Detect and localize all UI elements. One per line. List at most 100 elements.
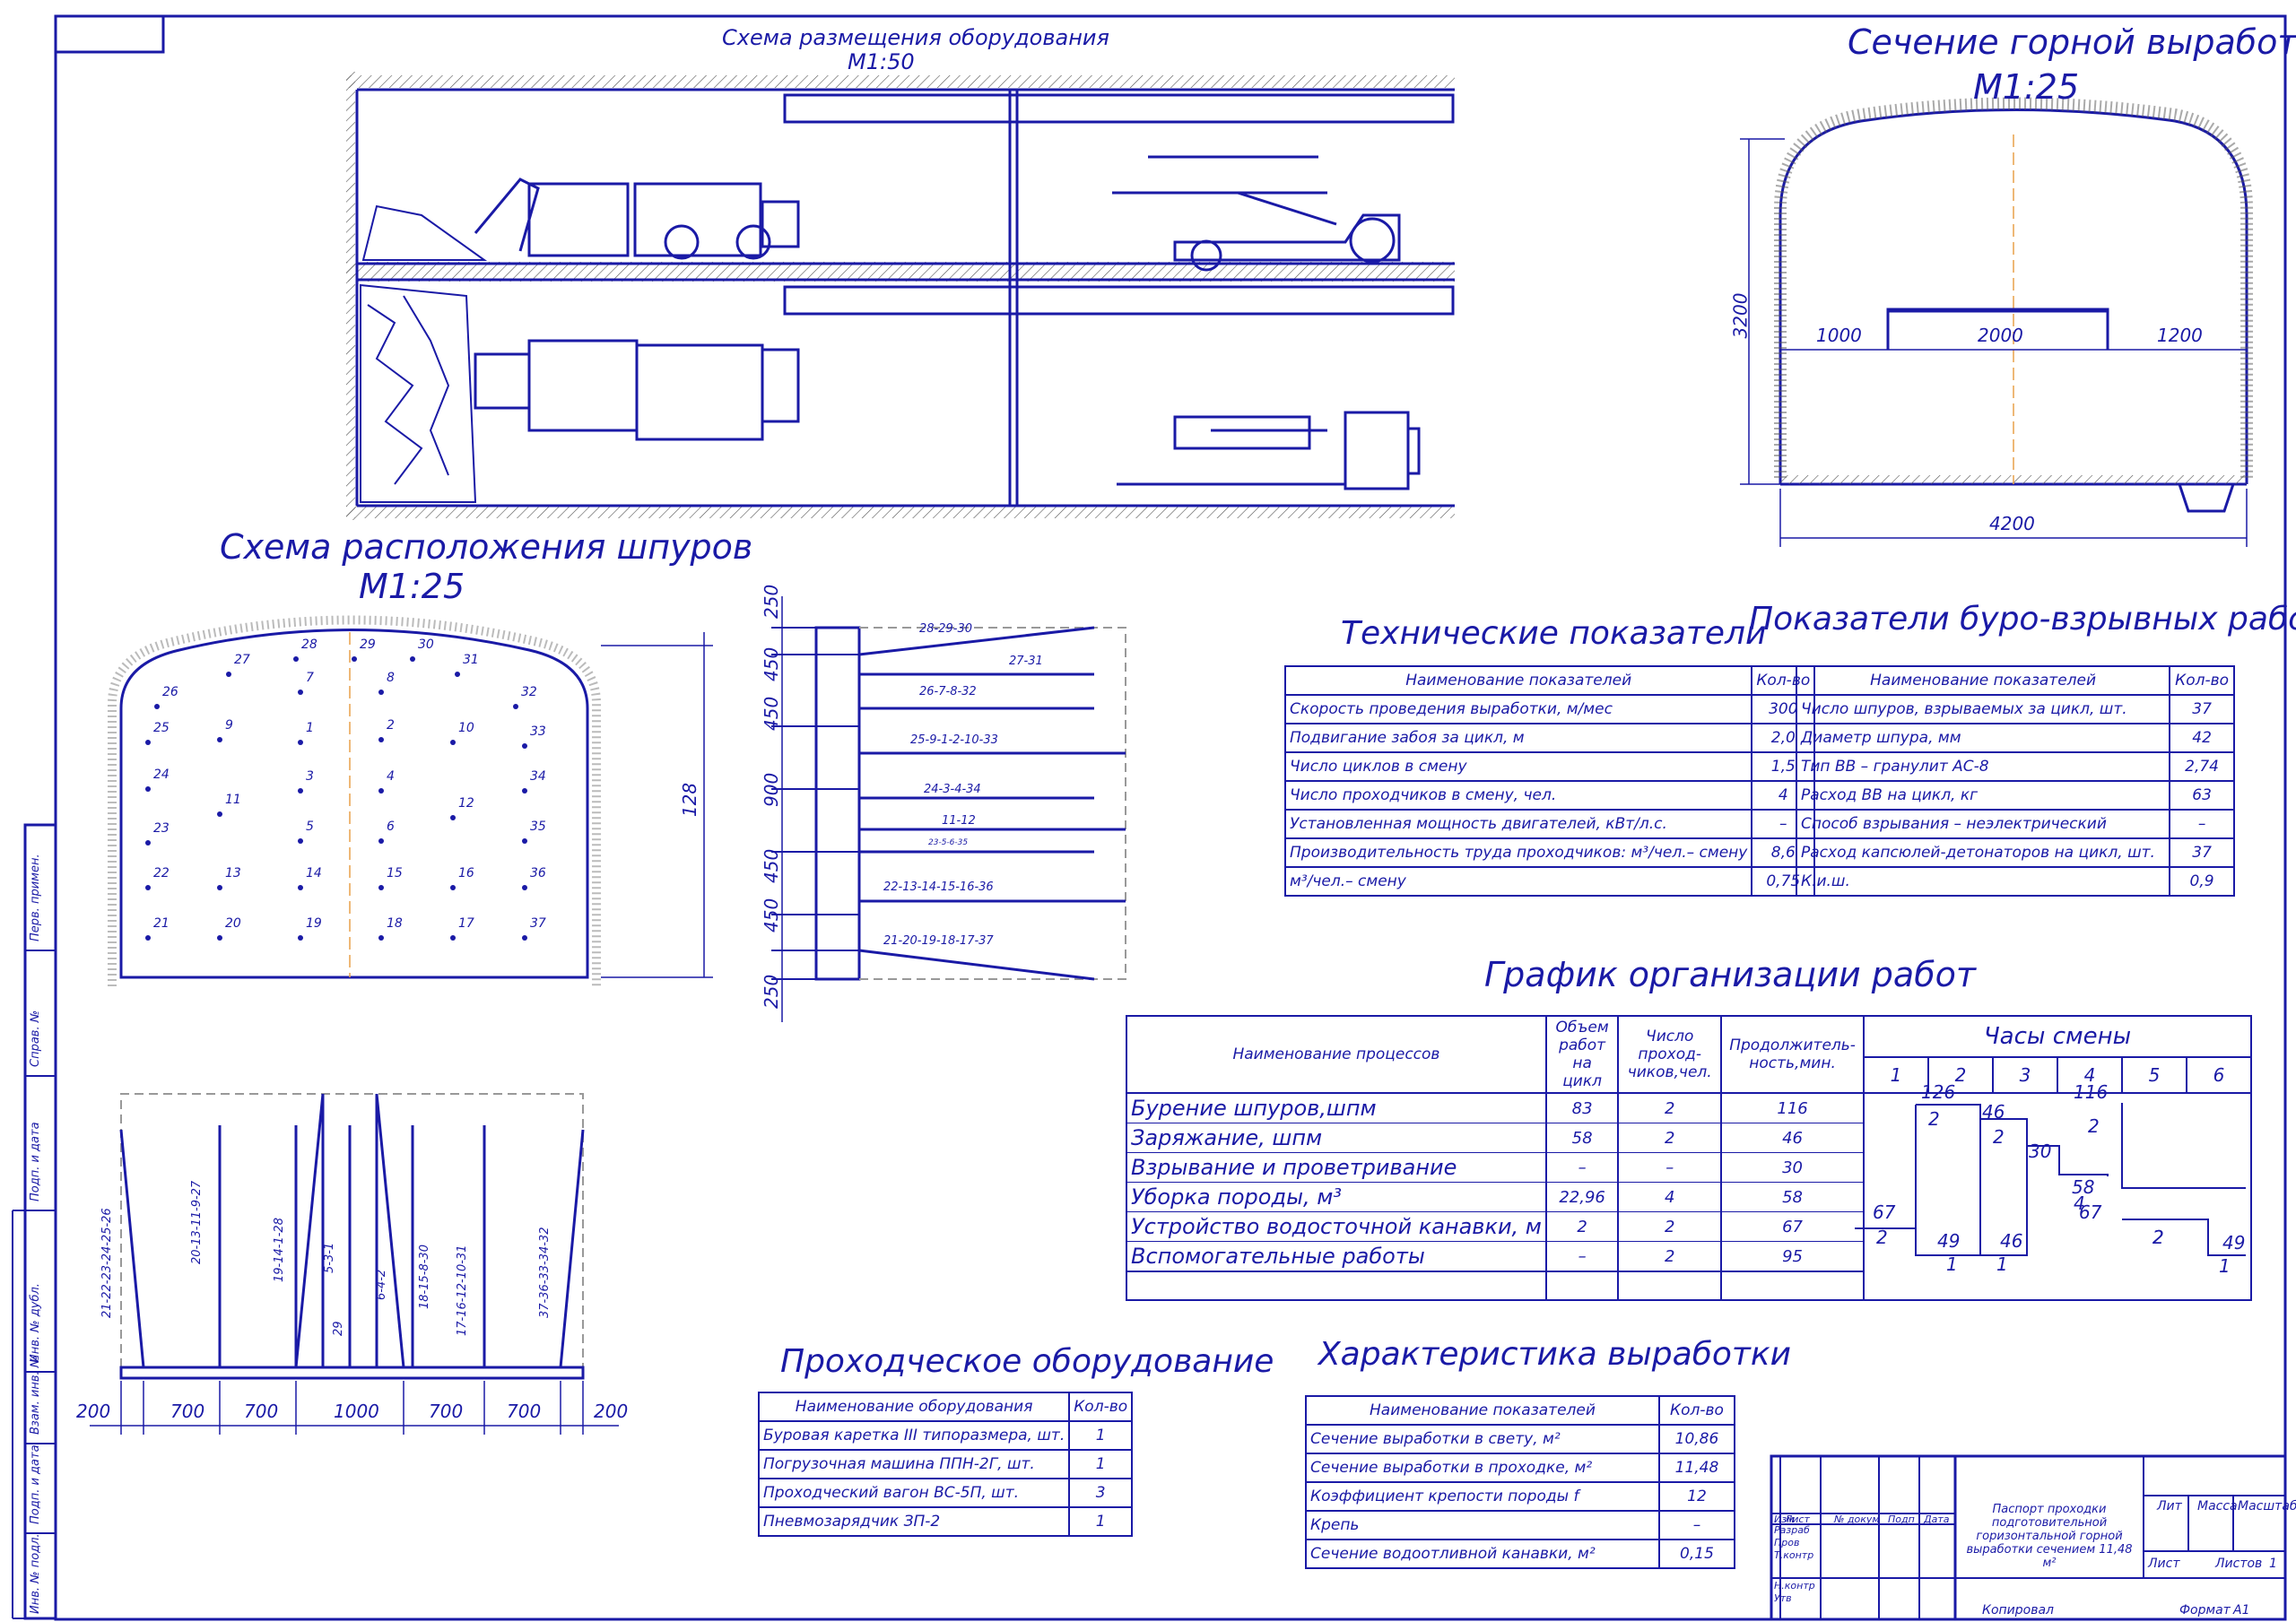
table-cell: 58: [1720, 1182, 1865, 1212]
table-cell: 2,74: [2169, 751, 2235, 782]
table-cell: Расход капсюлей-детонаторов на цикл, шт.: [1795, 837, 2171, 868]
section-dim-mid: 2000: [1978, 325, 2023, 346]
hole-number: 27: [234, 653, 250, 667]
hole-dot: [352, 656, 357, 662]
stamp-column: Дата: [1924, 1514, 1950, 1525]
table-cell: 67: [1720, 1211, 1865, 1242]
hole-dot: [450, 740, 456, 745]
gantt-label: 67: [2079, 1201, 2102, 1223]
table-header-cell: Продолжитель-ность,мин.: [1720, 1015, 1865, 1094]
table-header-cell: Число проход-чиков,чел.: [1617, 1015, 1723, 1094]
plan-view: [90, 1093, 619, 1435]
holes-height-dim: 128: [679, 782, 701, 818]
table-cell: 37: [2169, 694, 2235, 724]
hole-number: 18: [387, 916, 403, 931]
plan-dim: 700: [244, 1401, 279, 1422]
side-stamp-label: Подп. и дата: [29, 1122, 42, 1201]
table-header-cell: Кол-во: [1068, 1392, 1134, 1422]
hole-number: 10: [458, 721, 474, 735]
table-row: Буровая каретка III типоразмера, шт.1: [757, 1420, 1134, 1451]
hour-cell: 4: [2057, 1055, 2123, 1095]
plan-label: 19-14-1-28: [273, 1218, 286, 1282]
schedule-title: График организации работ: [1484, 955, 1977, 994]
table-cell: Установленная мощность двигателей, кВт/л…: [1283, 809, 1753, 839]
table-cell: –: [1544, 1152, 1620, 1183]
hole-dot: [378, 885, 384, 890]
table-cell: 2: [1617, 1123, 1723, 1153]
hole-dot: [298, 838, 303, 844]
stamp-mass: Масса: [2197, 1499, 2238, 1514]
hole-dot: [298, 690, 303, 695]
hole-number: 33: [530, 724, 546, 739]
table-cell: Сечение водоотливной канавки, м²: [1305, 1539, 1660, 1569]
side-stamp-strip: [23, 823, 57, 1620]
hole-dot: [226, 672, 231, 677]
table-cell: Число проходчиков в смену, чел.: [1283, 780, 1753, 811]
hole-dot: [298, 935, 303, 941]
side-stamp-label: Инв. № подл.: [29, 1533, 42, 1614]
hole-dot: [145, 840, 151, 846]
gantt-label: 49: [2222, 1232, 2246, 1253]
table-row: Способ взрывания – неэлектрический–: [1795, 809, 2235, 839]
plan-dim: 1000: [334, 1401, 379, 1422]
hour-cell: 1: [1863, 1055, 1929, 1095]
gantt-label: 4: [2074, 1193, 2085, 1214]
side-label: 28-29-30: [919, 622, 973, 636]
hours-title: Часы смены: [1863, 1015, 2252, 1058]
table-cell: Производительность труда проходчиков: м³…: [1283, 837, 1753, 868]
hole-number: 24: [153, 768, 170, 782]
hole-dot: [378, 690, 384, 695]
table-cell: –: [1657, 1510, 1736, 1540]
hole-dot: [450, 885, 456, 890]
hole-dots: [145, 656, 527, 941]
table-cell: 22,96: [1544, 1182, 1620, 1212]
stamp-sheets: Листов: [2215, 1557, 2263, 1571]
hole-number: 11: [225, 793, 241, 807]
stamp-role: Н.контр: [1774, 1580, 1815, 1592]
hole-number: 1: [306, 721, 314, 735]
table-header-cell: Наименование оборудования: [757, 1392, 1071, 1422]
hole-dot: [450, 935, 456, 941]
stamp-column: Подп: [1888, 1514, 1915, 1525]
table-header-cell: Наименование показателей: [1305, 1395, 1660, 1426]
side-stamp-label: Подп. и дата: [29, 1444, 42, 1524]
side-stamp-label: Перв. примен.: [29, 854, 42, 941]
table-cell: 4: [1617, 1182, 1723, 1212]
frame-corner: [54, 14, 165, 54]
charact-title: Характеристика выработки: [1318, 1336, 1792, 1373]
hole-dot: [522, 935, 527, 941]
section-dim-left: 1000: [1816, 325, 1862, 346]
table-header-cell: Наименование показателей: [1283, 665, 1753, 696]
hole-dot: [154, 704, 160, 709]
table-cell: м³/чел.– смену: [1283, 866, 1753, 897]
hole-number: 34: [530, 769, 546, 784]
stamp-column: Изм: [1774, 1514, 1795, 1525]
hole-dot: [145, 786, 151, 792]
gantt-label: 126: [1921, 1081, 1956, 1103]
gantt-label: 2: [2088, 1115, 2100, 1137]
table-cell: Устройство водосточной канавки, м: [1126, 1211, 1547, 1242]
gantt-label: 1: [1946, 1253, 1958, 1275]
table-cell: 95: [1720, 1241, 1865, 1272]
stamp-sheet: Лист: [2148, 1557, 2180, 1571]
table-cell: Расход ВВ на цикл, кг: [1795, 780, 2171, 811]
table-cell: –: [2169, 809, 2235, 839]
hole-dot: [217, 935, 222, 941]
gantt-label: 2: [1993, 1126, 2005, 1148]
gantt-label: 1: [1996, 1253, 2008, 1275]
gantt-label: 116: [2074, 1081, 2109, 1103]
hole-number: 14: [306, 866, 322, 880]
table-cell: Диаметр шпура, мм: [1795, 723, 2171, 753]
gantt-label: 30: [2029, 1141, 2052, 1162]
table-cell: –: [1544, 1241, 1620, 1272]
hour-cell: 2: [1927, 1055, 1994, 1095]
table-header-cell: Наименование процессов: [1126, 1015, 1547, 1094]
